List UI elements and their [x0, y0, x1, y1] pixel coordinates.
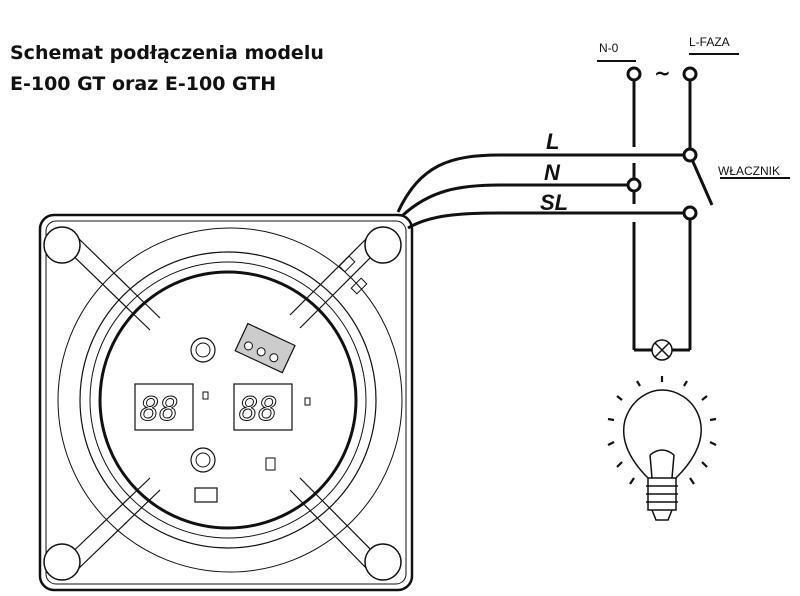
svg-text:88: 88: [140, 390, 179, 428]
terminal-label-phase: L-FAZA: [689, 35, 730, 49]
display-right: 88: [233, 383, 293, 431]
corner-screw: [43, 543, 81, 581]
light-bulb-icon: [607, 376, 717, 521]
lamp-symbol: [651, 339, 673, 361]
diagram-title: Schemat podłączenia modelu E-100 GT oraz…: [10, 38, 324, 100]
switch-lever: [688, 154, 714, 206]
wire-n: [400, 183, 634, 218]
terminal-n0: [626, 66, 642, 82]
wire-label-n: N: [544, 160, 561, 185]
corner-screw: [364, 543, 402, 581]
title-line-2: E-100 GT oraz E-100 GTH: [10, 73, 277, 95]
terminal-label-n0: N-0: [599, 41, 619, 55]
wire-label-l: L: [546, 129, 559, 154]
svg-text:88: 88: [239, 390, 278, 428]
wires: [396, 80, 714, 352]
switch-label: WŁACZNIK: [718, 164, 780, 178]
corner-screw: [364, 226, 402, 264]
fan-unit: 88 88: [38, 213, 414, 592]
ac-symbol: ~: [654, 61, 671, 85]
wire-sl: [407, 211, 690, 230]
mounting-arms: [61, 234, 384, 573]
display-left: 88: [134, 383, 194, 431]
wire-label-sl: SL: [540, 190, 568, 215]
terminal-block: [234, 322, 296, 374]
corner-screw: [43, 226, 81, 264]
wire-l: [396, 153, 690, 213]
title-line-1: Schemat podłączenia modelu: [10, 42, 324, 64]
terminal-phase: [682, 66, 698, 82]
terminal-points: [626, 66, 698, 221]
